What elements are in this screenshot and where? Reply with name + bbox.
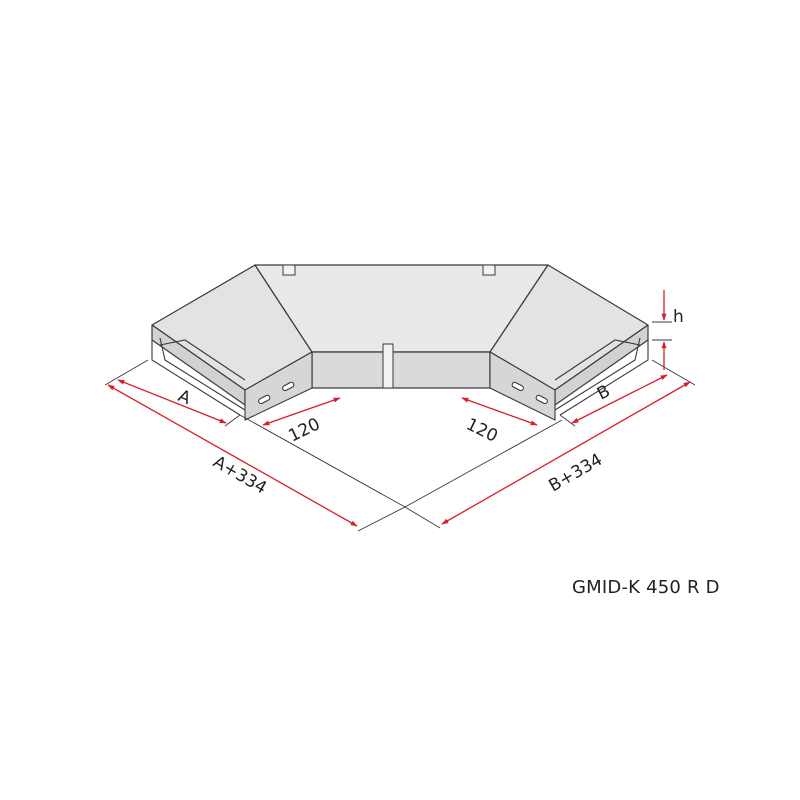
cover-outline	[151, 264, 649, 406]
dim-h-label: h	[673, 307, 684, 327]
dim-b-label: B	[594, 381, 614, 404]
clips	[282, 264, 496, 389]
dim-b-plus-label: B+334	[546, 450, 607, 497]
dimension-arrows	[107, 290, 691, 527]
dim-offset-left-arrow	[262, 397, 341, 426]
dim-a-label: A	[175, 386, 194, 409]
dim-offset-left-label: 120	[285, 414, 323, 446]
dim-a-plus-arrow	[107, 384, 358, 527]
product-code: GMID-K 450 R D	[572, 577, 720, 598]
dim-a-arrow	[117, 379, 227, 424]
middle-front-skirt	[311, 351, 491, 389]
dim-b-plus-arrow	[441, 381, 691, 525]
dim-offset-right-label: 120	[463, 415, 501, 447]
